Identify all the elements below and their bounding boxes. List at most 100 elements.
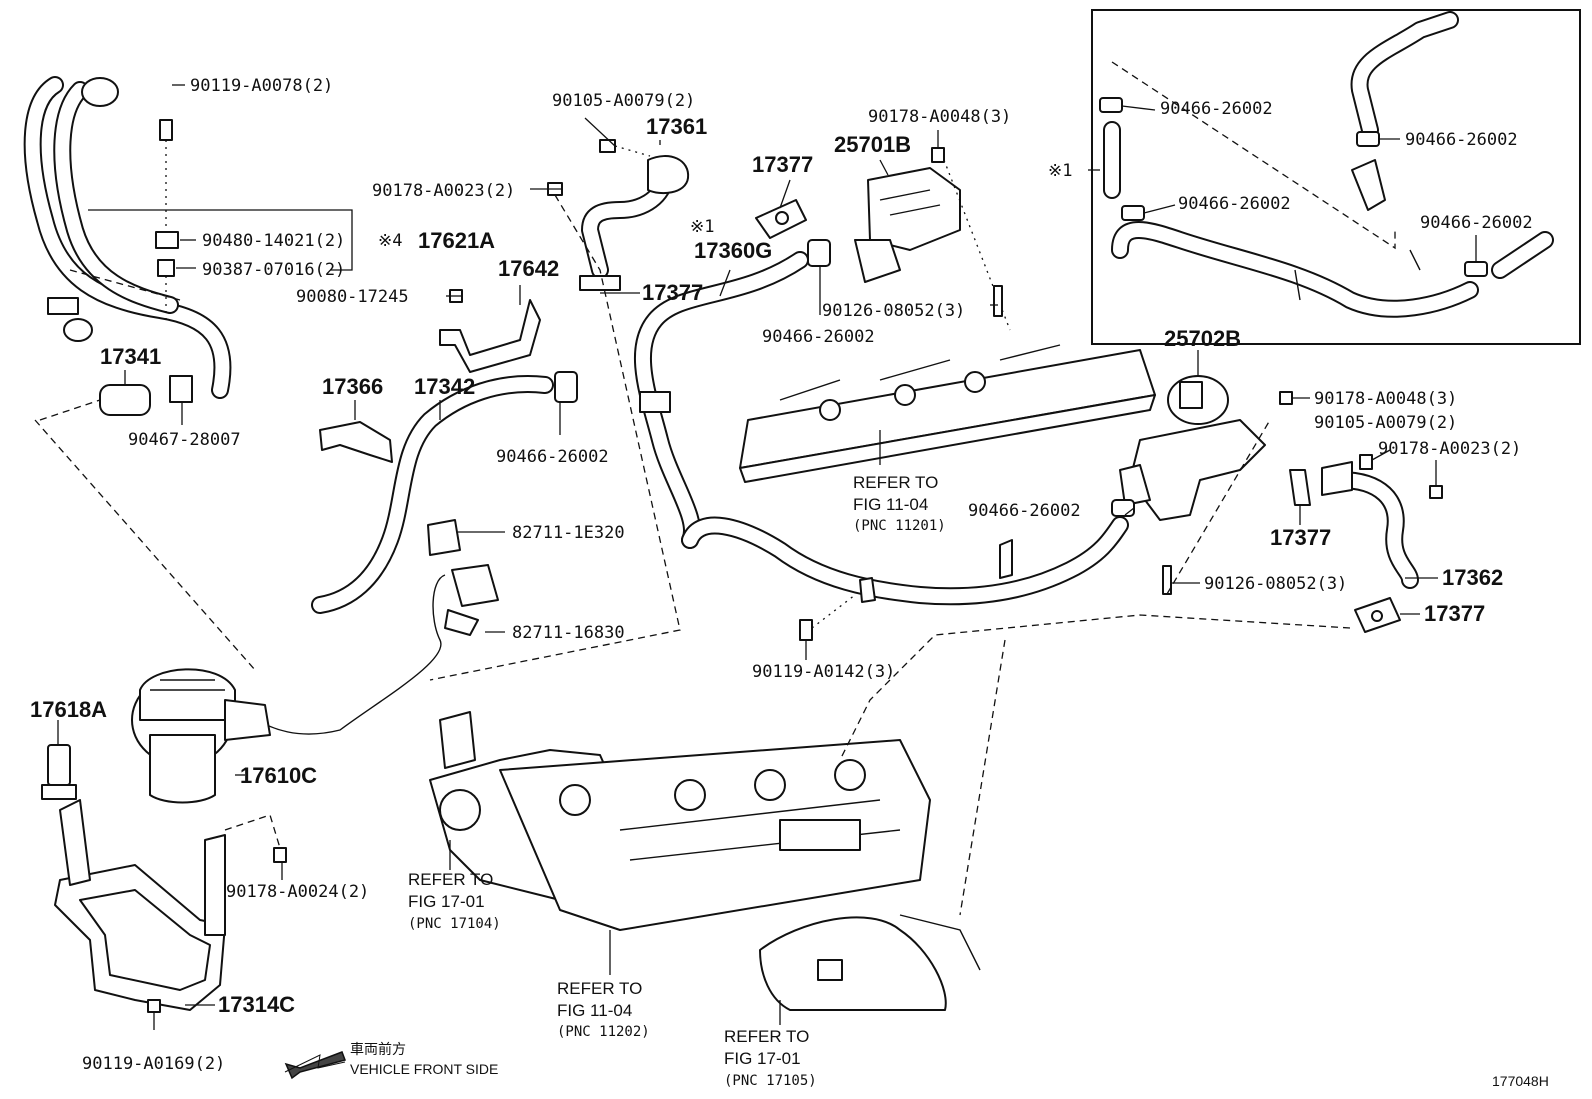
label-90480-14021: 90480-14021(2) [202, 231, 345, 251]
label-82711-16830: 82711-16830 [512, 623, 625, 643]
gasket-17377-right [1289, 469, 1311, 506]
label-17610c: 17610C [240, 763, 317, 788]
label-90105-a0079-top: 90105-A0079(2) [552, 91, 695, 111]
label-90466-26002-inset-b: 90466-26002 [1405, 130, 1518, 150]
hose-17341 [99, 384, 151, 416]
inset-dash [1111, 61, 1396, 250]
label-17377-upper: 17377 [752, 152, 813, 177]
bracket-17314c [54, 799, 226, 1011]
air-pump-17610c [131, 668, 271, 804]
bracket-17642 [439, 299, 541, 373]
inset-box [1091, 9, 1581, 345]
label-17366: 17366 [322, 374, 383, 399]
connector-82711-16830 [451, 564, 499, 607]
direction-jp: 車両前方 [350, 1041, 406, 1057]
label-90466-26002-mid: 90466-26002 [762, 327, 875, 347]
pipe-17360g [579, 155, 831, 549]
valve-25702b [1119, 375, 1266, 521]
reference-11202: REFER TO FIG 11-04 (PNC 11202) [557, 979, 650, 1040]
svg-text:REFER TO: REFER TO [853, 473, 938, 492]
bolt-90105 [599, 139, 616, 153]
label-90178-a0024: 90178-A0024(2) [226, 882, 369, 902]
label-90119-a0078: 90119-A0078(2) [190, 76, 333, 96]
svg-text:(PNC 17104): (PNC 17104) [408, 916, 501, 932]
label-17621a: 17621A [418, 228, 495, 253]
reference-17105: REFER TO FIG 17-01 (PNC 17105) [724, 1027, 817, 1089]
pipe-lower [681, 516, 1129, 606]
label-17342: 17342 [414, 374, 475, 399]
label-90387-07016: 90387-07016(2) [202, 260, 345, 280]
direction-en: VEHICLE FRONT SIDE [350, 1061, 498, 1077]
clip-17366 [319, 421, 393, 463]
leader-lines [57, 84, 1477, 1030]
pipe-17362 [1321, 461, 1419, 589]
label-17360g: 17360G [694, 238, 772, 263]
wire-harness [249, 574, 446, 735]
label-90178-a0023-top: 90178-A0023(2) [372, 181, 515, 201]
nut-90178-a0023-right [1429, 485, 1443, 499]
bolt-90119-a0169 [147, 999, 161, 1013]
nut-90178-a0048-right [1279, 391, 1293, 405]
label-90466-26002-inset-a: 90466-26002 [1160, 99, 1273, 119]
label-note-4: ※4 [378, 231, 402, 251]
connector-82711-1e320 [427, 519, 461, 556]
label-90466-26002-lower: 90466-26002 [968, 501, 1081, 521]
reference-17104: REFER TO FIG 17-01 (PNC 17104) [408, 870, 501, 932]
exhaust-manifold-17105 [759, 914, 981, 1011]
reference-11201: REFER TO FIG 11-04 (PNC 11201) [853, 473, 946, 534]
pipe-17621a [23, 76, 232, 399]
svg-text:(PNC 11201): (PNC 11201) [853, 518, 946, 534]
label-90466-26002-inset-c: 90466-26002 [1178, 194, 1291, 214]
bolt-90119-a0078 [159, 119, 173, 141]
valve-25701b [854, 147, 961, 283]
label-17341: 17341 [100, 344, 161, 369]
stud-90126-top [993, 285, 1003, 317]
label-90466-26002-left: 90466-26002 [496, 447, 609, 467]
nut-90178-a0024 [273, 847, 287, 863]
label-17377-mid: 17377 [642, 280, 703, 305]
svg-text:(PNC 17105): (PNC 17105) [724, 1073, 817, 1089]
intake-manifold-11202 [499, 739, 931, 931]
cover-11201 [739, 344, 1156, 483]
label-90126-08052-lower: 90126-08052(3) [1204, 574, 1347, 594]
svg-text:FIG 11-04: FIG 11-04 [557, 1001, 632, 1020]
label-90080-17245: 90080-17245 [296, 287, 409, 307]
clamp-90466-lower [1111, 499, 1135, 517]
bolt-90105-right [1359, 454, 1373, 470]
clamp-90467 [169, 375, 193, 403]
label-90119-a0169: 90119-A0169(2) [82, 1054, 225, 1074]
label-90467-28007: 90467-28007 [128, 430, 241, 450]
label-17642: 17642 [498, 256, 559, 281]
label-17377-right: 17377 [1270, 525, 1331, 550]
svg-text:(PNC 11202): (PNC 11202) [557, 1024, 650, 1040]
label-17618a: 17618A [30, 697, 107, 722]
label-17377-bottom: 17377 [1424, 601, 1485, 626]
label-90105-a0079-right: 90105-A0079(2) [1314, 413, 1457, 433]
label-17362: 17362 [1442, 565, 1503, 590]
front-arrow-icon [284, 1051, 346, 1080]
label-17314c: 17314C [218, 992, 295, 1017]
label-90466-26002-inset-d: 90466-26002 [1420, 213, 1533, 233]
diagram-code: 177048H [1492, 1073, 1549, 1089]
svg-text:REFER TO: REFER TO [408, 870, 493, 889]
label-82711-1e320: 82711-1E320 [512, 523, 625, 543]
label-25702b: 25702B [1164, 326, 1241, 351]
grommet-90480 [155, 231, 179, 249]
label-90126-08052-top: 90126-08052(3) [822, 301, 965, 321]
label-note-1: ※1 [690, 217, 714, 237]
label-90119-a0142: 90119-A0142(3) [752, 662, 895, 682]
bolt-90119-a0142 [799, 619, 813, 641]
label-90178-a0048-right: 90178-A0048(3) [1314, 389, 1457, 409]
svg-text:REFER TO: REFER TO [557, 979, 642, 998]
label-90178-a0023-right: 90178-A0023(2) [1378, 439, 1521, 459]
svg-text:REFER TO: REFER TO [724, 1027, 809, 1046]
sensor-17618a [47, 744, 71, 786]
svg-text:FIG 11-04: FIG 11-04 [853, 495, 928, 514]
inset-hose-assembly [1099, 11, 1554, 318]
label-17361: 17361 [646, 114, 707, 139]
label-25701b: 25701B [834, 132, 911, 157]
label-note-1-inset: ※1 [1048, 161, 1072, 181]
label-90178-a0048-top: 90178-A0048(3) [868, 107, 1011, 127]
hose-17342 [311, 371, 578, 614]
